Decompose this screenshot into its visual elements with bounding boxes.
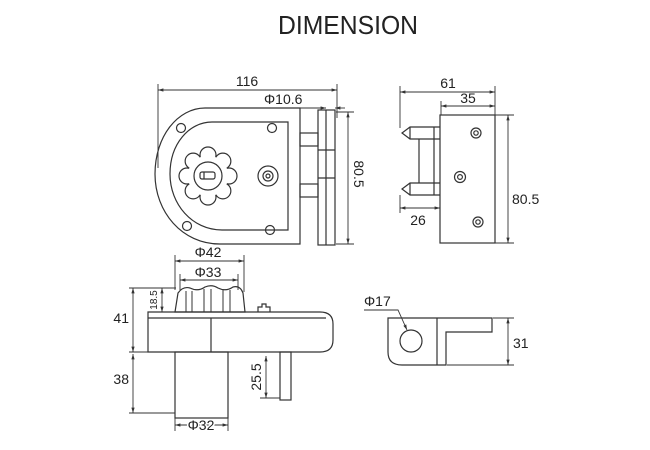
side-view: [401, 114, 496, 244]
mounting-screw-inner: [262, 170, 274, 182]
leader-line-hole-diameter: [364, 309, 408, 331]
dim-label-strike-height: 31: [513, 335, 529, 351]
dim-label-knob-inner-diameter: Φ33: [195, 264, 222, 280]
dim-label-cylinder-length: 38: [113, 371, 129, 387]
screw-hole-top-right: [266, 122, 278, 134]
keyhole-slot: [199, 171, 216, 180]
hinge-tab-bottom: [299, 183, 319, 198]
dim-label-overall-depth: 61: [440, 75, 456, 91]
profile-body: [147, 311, 334, 353]
strike-view-dimensions: Φ17 31: [364, 293, 529, 366]
hinge-tab-top: [299, 132, 319, 147]
side-view-dimensions: 61 35 80.5 26: [399, 75, 539, 244]
side-plate: [439, 114, 496, 244]
side-hole-bottom-inner: [475, 219, 481, 225]
dim-label-side-height: 80.5: [512, 191, 539, 207]
front-view: [154, 107, 336, 246]
dim-label-height: 80.5: [351, 160, 367, 187]
dim-label-post-length: 25.5: [248, 363, 264, 390]
side-hole-middle: [453, 170, 467, 184]
screw-hole-bottom-right: [264, 224, 276, 236]
dim-label-knob-diameter: Φ42: [195, 244, 222, 260]
profile-cylinder: [174, 351, 229, 419]
dim-label-body-height: 41: [113, 310, 129, 326]
dim-label-knob-height: 18.5: [149, 290, 160, 310]
side-pin-top: [401, 126, 440, 140]
strike-view: [387, 317, 493, 366]
knob-inner-circle: [193, 161, 223, 191]
profile-screw-head: [257, 303, 271, 312]
mounting-screw-center: [265, 173, 271, 179]
profile-post: [279, 351, 292, 401]
dim-label-hole-diameter: Φ17: [364, 293, 391, 309]
strike-bracket: [387, 317, 493, 366]
dim-label-pin-length: 26: [410, 212, 426, 228]
side-hole-bottom: [472, 216, 484, 228]
dim-label-plate-depth: 35: [460, 90, 476, 106]
profile-view: [147, 285, 334, 419]
side-hole-top: [470, 127, 482, 139]
side-pin-bottom: [401, 182, 440, 196]
front-view-dimensions: 116 Φ10.6 80.5: [157, 73, 367, 245]
profile-knob: [174, 285, 246, 313]
side-hole-top-inner: [473, 130, 479, 136]
front-body-inner-outline: [169, 121, 289, 231]
mounting-screw-outer: [257, 165, 279, 187]
strike-hole: [399, 329, 423, 353]
drawing-title: DIMENSION: [278, 10, 418, 40]
side-hole-middle-inner: [457, 174, 464, 181]
screw-hole-top-left: [175, 122, 187, 134]
screw-hole-bottom-left: [181, 220, 193, 232]
dim-label-width: 116: [236, 73, 259, 89]
cylinder-knob: [178, 146, 238, 206]
front-body-outline: [154, 107, 301, 245]
dim-label-cylinder-diameter: Φ32: [188, 417, 215, 433]
profile-view-dimensions: Φ42 Φ33 18.5 41 38 25.5 Φ32: [113, 244, 280, 435]
dim-label-pin-diameter: Φ10.6: [264, 91, 303, 107]
